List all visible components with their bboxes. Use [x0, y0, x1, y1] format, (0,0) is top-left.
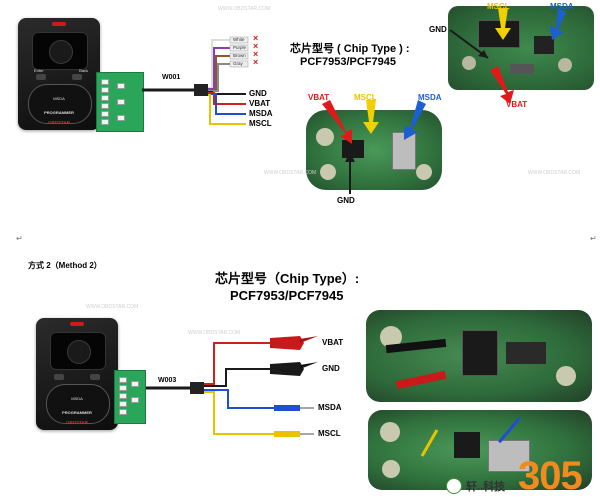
paragraph-mark: ↵ [590, 234, 597, 243]
method2-heading: 方式 2（Method 2） [28, 261, 102, 270]
control-ring [46, 384, 110, 424]
arrow-vbat-2 [322, 100, 352, 144]
device-center-label: MSDA [53, 96, 65, 101]
unused-mark: × [253, 33, 259, 43]
wire-label-purple: Purple [233, 45, 247, 50]
clip-label-vbat: VBAT [322, 338, 344, 347]
status-led [52, 22, 66, 26]
programmer-device: Enter Back MSDA PROGRAMMER OBDSTAR [18, 18, 100, 130]
clip-vbat [270, 336, 318, 350]
watermark: WWW.OBDSTAR.COM [528, 170, 581, 176]
adapter-board [96, 72, 144, 132]
wire-black-2 [204, 368, 272, 387]
cable-connector [194, 84, 208, 96]
wire-label-white: White [233, 37, 245, 42]
cable-label-w003: W003 [158, 377, 177, 384]
chip-type-title: 芯片型号 ( Chip Type ) : [290, 43, 410, 55]
middle-pcb-label-vbat: VBAT [308, 93, 330, 102]
top-pcb-label-gnd: GND [429, 25, 447, 34]
unused-mark: × [253, 57, 259, 67]
chip-models: PCF7953/PCF7945 [300, 56, 396, 68]
unused-mark: × [253, 49, 259, 59]
wire-yellow [208, 94, 246, 125]
method2-chip-models: PCF7953/PCF7945 [230, 288, 344, 303]
socket-hole [67, 340, 91, 364]
cable-label-w001: W001 [162, 74, 181, 81]
wire-label-gray: Gray [233, 61, 243, 66]
wire-blue [208, 93, 246, 115]
arrow-msda [550, 8, 566, 40]
watermark: WWW.OBDSTAR.COM [188, 330, 241, 336]
socket [50, 332, 106, 370]
device-name: PROGRAMMER [44, 110, 74, 115]
arrow-mscl [495, 8, 511, 40]
top-pcb-label-mscl: MSCL [487, 2, 510, 11]
control-ring [28, 84, 92, 124]
logo-brand-text: 轩..科技 [466, 481, 506, 493]
back-button [90, 374, 100, 380]
wire-label-msda: MSDA [249, 109, 273, 118]
method2-chip-title: 芯片型号（Chip Type）: [215, 271, 360, 286]
cable-connector-2 [190, 382, 204, 394]
probe-mscl [274, 431, 314, 437]
socket-hole [49, 40, 73, 64]
brand-logo: 轩..科技 305 [444, 452, 600, 504]
paragraph-mark: ↵ [16, 234, 23, 243]
middle-pcb-label-msda: MSDA [418, 93, 442, 102]
probe-label-msda: MSDA [318, 403, 342, 412]
watermark: WWW.OBDSTAR.COM [218, 6, 271, 12]
clip-gnd [270, 362, 318, 376]
adapter-board-2 [114, 370, 146, 424]
top-pcb-label-msda: MSDA [550, 2, 574, 11]
probe-label-mscl: MSCL [318, 429, 341, 438]
middle-pcb-label-mscl: MSCL [354, 93, 377, 102]
wire-yellow-2 [204, 391, 276, 435]
device-name: PROGRAMMER [62, 410, 92, 415]
top-pcb-label-vbat: VBAT [506, 100, 528, 109]
wire-blue-2 [204, 389, 276, 409]
key-pcb-method2-top [366, 310, 592, 402]
arrow-mscl-2 [363, 100, 379, 134]
wire-label-vbat: VBAT [249, 99, 271, 108]
device-brand: OBDSTAR [48, 120, 70, 125]
device-brand: OBDSTAR [66, 420, 88, 425]
unused-mark: × [253, 41, 259, 51]
watermark: WWW.OBDSTAR.COM [86, 304, 139, 310]
button-right-label: Back [79, 68, 88, 73]
clip-label-gnd: GND [322, 364, 340, 373]
wire-label-mscl: MSCL [249, 119, 272, 128]
arrow-vbat [490, 66, 514, 104]
back-button [72, 74, 82, 80]
device-center-label: MSDA [71, 396, 83, 401]
probe-msda [274, 405, 314, 411]
wire-label-brown: Brown [233, 53, 246, 58]
middle-pcb-arrows [322, 100, 426, 194]
socket [32, 32, 88, 70]
key-pcb-top [448, 6, 594, 90]
enter-button [36, 74, 46, 80]
wechat-icon [446, 478, 462, 494]
top-pcb-arrows [449, 8, 566, 104]
enter-button [54, 374, 64, 380]
logo-digits: 305 [518, 454, 583, 498]
button-left-label: Enter [34, 68, 44, 73]
wire-red-2 [204, 342, 272, 385]
watermark: WWW.OBDSTAR.COM [264, 170, 317, 176]
arrow-msda-2 [404, 100, 426, 140]
wire-label-gnd: GND [249, 89, 267, 98]
key-pcb-method2-bottom [368, 410, 592, 490]
programmer-device-2: MSDA PROGRAMMER OBDSTAR [36, 318, 118, 430]
middle-pcb-label-gnd: GND [337, 196, 355, 205]
status-led [70, 322, 84, 326]
